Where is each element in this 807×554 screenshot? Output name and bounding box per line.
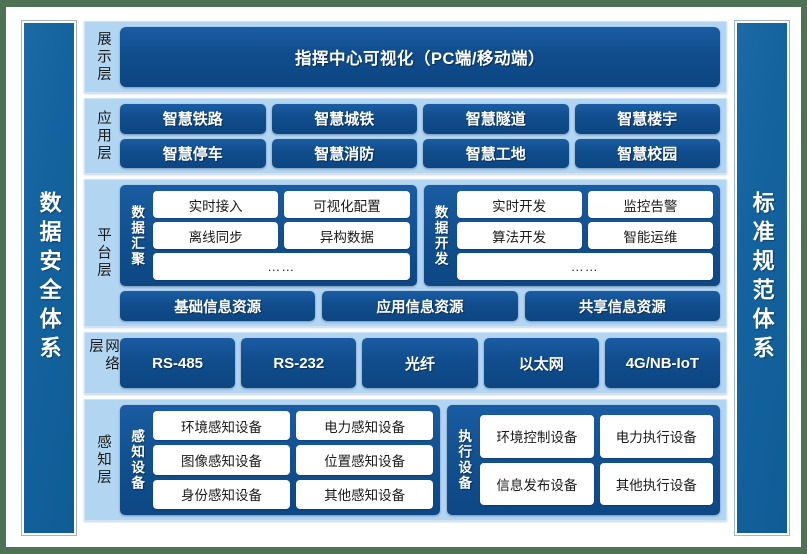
- network-grid: RS-485 RS-232 光纤 以太网 4G/NB-IoT: [120, 338, 720, 388]
- platform-group-label-text: 数据开发: [432, 204, 448, 267]
- layer-body-sensing: 感知设备 环境感知设备 电力感知设备 图像感知设备 位置感知设备 身份感知设备 …: [120, 405, 720, 515]
- platform-item-more[interactable]: ……: [153, 253, 410, 280]
- app-item[interactable]: 智慧楼宇: [574, 104, 720, 134]
- sensing-group-label: 感知设备: [125, 411, 147, 509]
- layer-label-sensing-text: 感知层: [94, 433, 111, 487]
- layer-label-platform-text: 平台层: [94, 226, 111, 280]
- network-item[interactable]: 光纤: [362, 338, 478, 388]
- actuator-item[interactable]: 电力执行设备: [599, 415, 713, 458]
- platform-item[interactable]: 实时接入: [153, 191, 279, 218]
- layer-label-network: 网络层: [87, 338, 119, 388]
- sensing-group-actuator-devices: 执行设备 环境控制设备 电力执行设备 信息发布设备 其他执行设备: [447, 405, 720, 515]
- platform-group-data-aggregation: 数据汇聚 实时接入 可视化配置 离线同步 异构数据 ……: [120, 185, 417, 286]
- layer-body-display: 指挥中心可视化（PC端/移动端）: [120, 27, 720, 87]
- resource-item[interactable]: 基础信息资源: [120, 291, 316, 321]
- left-pillar-data-security: 数据安全体系: [22, 21, 76, 535]
- platform-group-label-text: 数据汇聚: [129, 204, 145, 267]
- actuator-item[interactable]: 其他执行设备: [599, 462, 713, 505]
- platform-item[interactable]: 离线同步: [153, 222, 279, 249]
- resource-item[interactable]: 共享信息资源: [524, 291, 720, 321]
- platform-resource-row: 基础信息资源 应用信息资源 共享信息资源: [120, 291, 720, 321]
- platform-item[interactable]: 异构数据: [284, 222, 410, 249]
- platform-group-data-development: 数据开发 实时开发 监控告警 算法开发 智能运维 ……: [423, 185, 720, 286]
- layer-label-platform: 平台层: [89, 185, 115, 321]
- sensing-item[interactable]: 电力感知设备: [296, 411, 434, 441]
- sensing-item[interactable]: 环境感知设备: [153, 411, 291, 441]
- layer-label-display-text: 展示层: [94, 30, 111, 84]
- sensing-group-cells: 环境感知设备 电力感知设备 图像感知设备 位置感知设备 身份感知设备 其他感知设…: [153, 411, 434, 509]
- app-item[interactable]: 智慧校园: [574, 138, 720, 168]
- platform-item-more[interactable]: ……: [456, 253, 713, 280]
- network-item[interactable]: RS-232: [241, 338, 357, 388]
- resource-item[interactable]: 应用信息资源: [322, 291, 518, 321]
- layer-platform: 平台层 数据汇聚 实时接入 可视化配置 离线同步: [84, 179, 727, 327]
- platform-group-label: 数据开发: [429, 191, 451, 280]
- layer-network: 网络层 RS-485 RS-232 光纤 以太网 4G/NB-IoT: [84, 332, 727, 394]
- platform-item[interactable]: 算法开发: [456, 222, 582, 249]
- platform-group-cells: 实时开发 监控告警 算法开发 智能运维 ……: [456, 191, 713, 280]
- network-item[interactable]: 以太网: [483, 338, 599, 388]
- layer-label-application: 应用层: [89, 104, 115, 168]
- app-item[interactable]: 智慧隧道: [423, 104, 569, 134]
- platform-item[interactable]: 监控告警: [587, 191, 713, 218]
- actuator-group-cells: 环境控制设备 电力执行设备 信息发布设备 其他执行设备: [480, 411, 713, 509]
- sensing-groups: 感知设备 环境感知设备 电力感知设备 图像感知设备 位置感知设备 身份感知设备 …: [120, 405, 720, 515]
- right-pillar-label: 标准规范体系: [749, 191, 775, 365]
- layer-label-network-text: 网络层: [87, 338, 119, 373]
- diagram-frame: 数据安全体系 展示层 指挥中心可视化（PC端/移动端） 应用层: [6, 7, 801, 547]
- layer-label-sensing: 感知层: [89, 405, 115, 515]
- layer-application: 应用层 智慧铁路 智慧城铁 智慧隧道 智慧楼宇 智慧停车 智慧消防 智慧工地 智…: [84, 98, 727, 174]
- left-pillar-label: 数据安全体系: [36, 191, 62, 365]
- display-banner[interactable]: 指挥中心可视化（PC端/移动端）: [120, 27, 720, 87]
- app-item[interactable]: 智慧消防: [271, 138, 417, 168]
- sensing-group-sensor-devices: 感知设备 环境感知设备 电力感知设备 图像感知设备 位置感知设备 身份感知设备 …: [120, 405, 441, 515]
- sensing-item[interactable]: 图像感知设备: [153, 445, 291, 475]
- actuator-group-label: 执行设备: [452, 411, 474, 509]
- platform-item[interactable]: 实时开发: [456, 191, 582, 218]
- platform-groups: 数据汇聚 实时接入 可视化配置 离线同步 异构数据 ……: [120, 185, 720, 286]
- network-item[interactable]: RS-485: [120, 338, 236, 388]
- sensing-group-label-text: 感知设备: [129, 429, 145, 491]
- platform-item[interactable]: 智能运维: [587, 222, 713, 249]
- layer-sensing: 感知层 感知设备 环境感知设备 电力感知设备 图像感知设备: [84, 399, 727, 521]
- layer-label-application-text: 应用层: [94, 109, 111, 163]
- actuator-item[interactable]: 信息发布设备: [480, 462, 594, 505]
- sensing-item[interactable]: 其他感知设备: [296, 479, 434, 509]
- actuator-group-label-text: 执行设备: [456, 429, 472, 491]
- layer-body-network: RS-485 RS-232 光纤 以太网 4G/NB-IoT: [120, 338, 720, 388]
- layer-body-application: 智慧铁路 智慧城铁 智慧隧道 智慧楼宇 智慧停车 智慧消防 智慧工地 智慧校园: [120, 104, 720, 168]
- layer-stack: 展示层 指挥中心可视化（PC端/移动端） 应用层 智慧铁路 智慧城铁 智慧隧道 …: [84, 21, 727, 535]
- platform-group-cells: 实时接入 可视化配置 离线同步 异构数据 ……: [153, 191, 410, 280]
- sensing-item[interactable]: 身份感知设备: [153, 479, 291, 509]
- platform-item[interactable]: 可视化配置: [284, 191, 410, 218]
- right-pillar-standards: 标准规范体系: [735, 21, 789, 535]
- layer-display: 展示层 指挥中心可视化（PC端/移动端）: [84, 21, 727, 93]
- application-grid: 智慧铁路 智慧城铁 智慧隧道 智慧楼宇 智慧停车 智慧消防 智慧工地 智慧校园: [120, 104, 720, 168]
- actuator-item[interactable]: 环境控制设备: [480, 415, 594, 458]
- app-item[interactable]: 智慧停车: [120, 138, 266, 168]
- app-item[interactable]: 智慧工地: [423, 138, 569, 168]
- layer-label-display: 展示层: [89, 27, 115, 87]
- layer-body-platform: 数据汇聚 实时接入 可视化配置 离线同步 异构数据 ……: [120, 185, 720, 321]
- app-item[interactable]: 智慧铁路: [120, 104, 266, 134]
- network-item[interactable]: 4G/NB-IoT: [604, 338, 720, 388]
- platform-group-label: 数据汇聚: [125, 191, 147, 280]
- sensing-item[interactable]: 位置感知设备: [296, 445, 434, 475]
- app-item[interactable]: 智慧城铁: [271, 104, 417, 134]
